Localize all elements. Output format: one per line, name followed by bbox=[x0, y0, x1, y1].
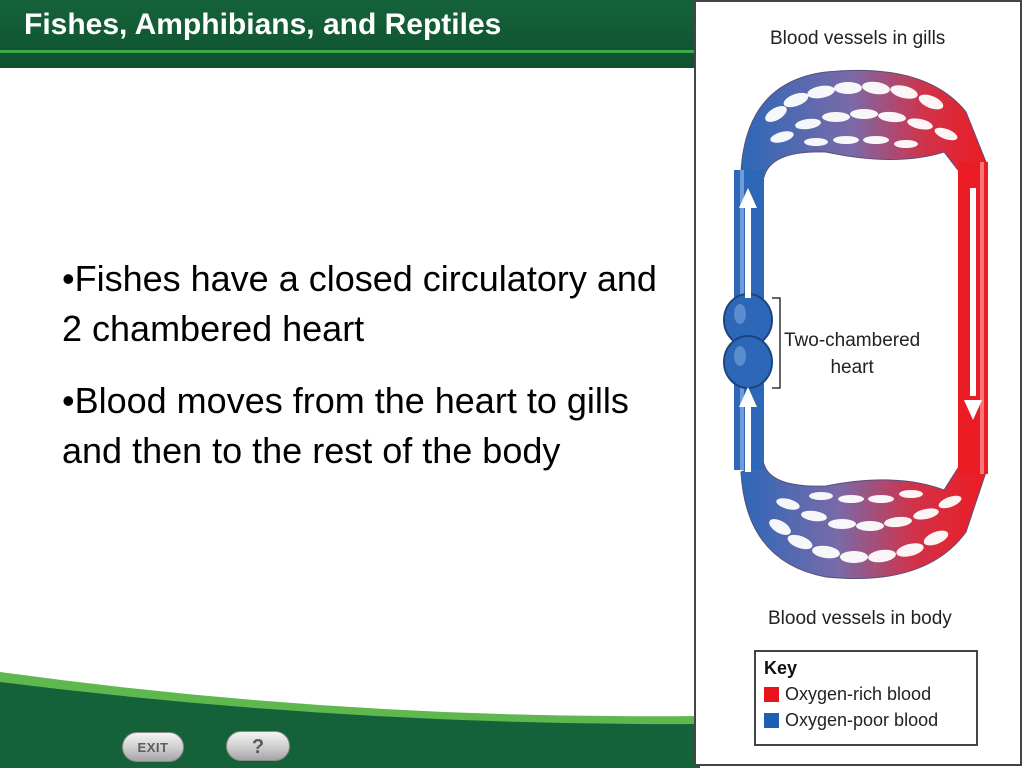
slide-title: Fishes, Amphibians, and Reptiles bbox=[24, 8, 502, 41]
up-arrow bbox=[745, 400, 751, 472]
heart-label-line2: heart bbox=[830, 357, 874, 378]
gill-capillary-bed bbox=[740, 69, 987, 178]
legend-key: Key Oxygen-rich blood Oxygen-poor blood bbox=[754, 650, 978, 746]
legend-item-oxygen-poor: Oxygen-poor blood bbox=[764, 710, 938, 731]
bullet-item: •Blood moves from the heart to gills and… bbox=[62, 380, 629, 471]
body-vessels-label: Blood vessels in body bbox=[768, 608, 952, 629]
legend-title: Key bbox=[764, 658, 798, 678]
legend-label: Oxygen-rich blood bbox=[785, 684, 932, 704]
circulation-figure-panel: Blood vessels in gills Two-chambered hea… bbox=[694, 0, 1022, 766]
red-swatch-icon bbox=[764, 687, 779, 702]
blue-swatch-icon bbox=[764, 713, 779, 728]
body-capillary-bed bbox=[740, 463, 987, 580]
gill-vessels-label: Blood vessels in gills bbox=[770, 28, 946, 49]
heart-chambers bbox=[723, 293, 773, 389]
legend-label: Oxygen-poor blood bbox=[785, 710, 939, 730]
heart-label: Two-chambered heart bbox=[784, 327, 920, 381]
header-bar bbox=[0, 0, 696, 68]
legend-item-oxygen-rich: Oxygen-rich blood bbox=[764, 684, 931, 705]
down-arrow bbox=[970, 188, 976, 396]
circulation-diagram bbox=[723, 69, 988, 580]
bullet-list: •Fishes have a closed circulatory and 2 … bbox=[62, 254, 662, 498]
header-divider bbox=[0, 50, 696, 53]
bullet-item: •Fishes have a closed circulatory and 2 … bbox=[62, 258, 657, 349]
exit-button[interactable]: EXIT bbox=[122, 732, 184, 762]
heart-label-line1: Two-chambered bbox=[784, 330, 921, 351]
heart-bracket bbox=[772, 297, 781, 389]
footer-bar bbox=[0, 660, 700, 768]
up-arrow bbox=[745, 202, 751, 298]
help-button[interactable]: ? bbox=[226, 731, 290, 761]
flow-arrows bbox=[739, 188, 982, 472]
